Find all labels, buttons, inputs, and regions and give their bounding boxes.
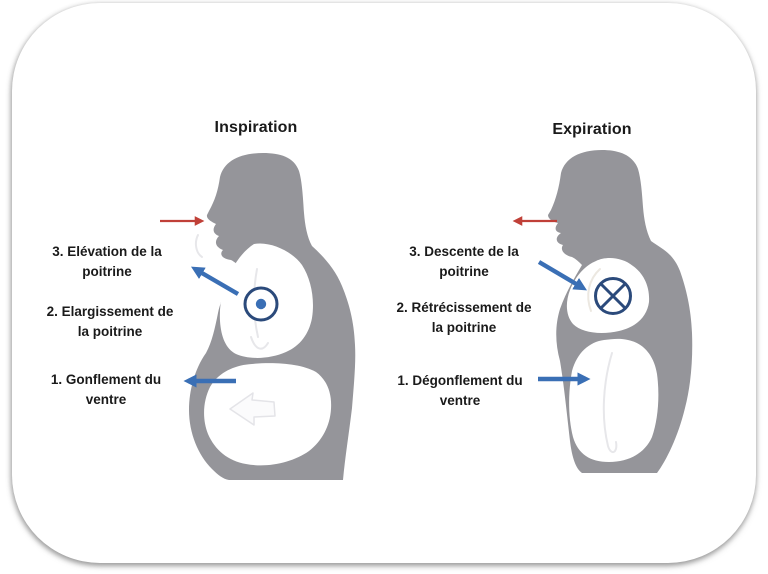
inspiration-belly-ghost-arrow xyxy=(229,392,276,426)
expiration-belly-ghost-line xyxy=(602,352,618,454)
label-line: ventre xyxy=(439,393,481,408)
inspiration-title: Inspiration xyxy=(214,119,298,136)
label-line: la poitrine xyxy=(77,324,143,339)
label-line: la poitrine xyxy=(431,320,497,335)
inspiration-chest-widening-symbol-icon xyxy=(243,286,279,322)
expiration-label-chest-descent: 3. Descente de la poitrine xyxy=(384,242,544,282)
expiration-label-belly-deflation: 1. Dégonflement du ventre xyxy=(380,371,540,411)
expiration-belly-cavity xyxy=(569,338,659,462)
label-line: 1. Dégonflement du xyxy=(397,373,523,388)
expiration-label-chest-narrowing: 2. Rétrécissement de la poitrine xyxy=(384,298,544,338)
expiration-chest-narrowing-symbol-icon xyxy=(594,277,632,315)
label-line: poitrine xyxy=(82,264,132,279)
inspiration-chest-elevation-arrow-icon xyxy=(191,266,240,296)
inspiration-label-chest-widening: 2. Elargissement de la poitrine xyxy=(30,302,190,342)
expiration-title: Expiration xyxy=(552,121,632,138)
label-line: 2. Rétrécissement de xyxy=(396,300,532,315)
expiration-chest-ghost-arc xyxy=(587,268,601,312)
expiration-chest-descent-arrow-icon xyxy=(537,260,587,291)
label-line: 3. Descente de la xyxy=(409,244,519,259)
label-line: 3. Elévation de la xyxy=(52,244,162,259)
breathing-figures-canvas xyxy=(160,150,693,480)
inspiration-mouth-ghost-puff xyxy=(194,234,203,258)
expiration-figure xyxy=(512,150,693,473)
label-line: ventre xyxy=(85,392,127,407)
diagram-card: Inspiration Expiration 3. Elévation de l… xyxy=(12,3,756,563)
label-line: 1. Gonflement du xyxy=(50,372,162,387)
label-line: poitrine xyxy=(439,264,489,279)
inspiration-figure xyxy=(160,153,356,480)
inspiration-label-chest-elevation: 3. Elévation de la poitrine xyxy=(27,242,187,282)
inspiration-label-belly-inflation: 1. Gonflement du ventre xyxy=(26,370,186,410)
label-line: 2. Elargissement de xyxy=(46,304,174,319)
